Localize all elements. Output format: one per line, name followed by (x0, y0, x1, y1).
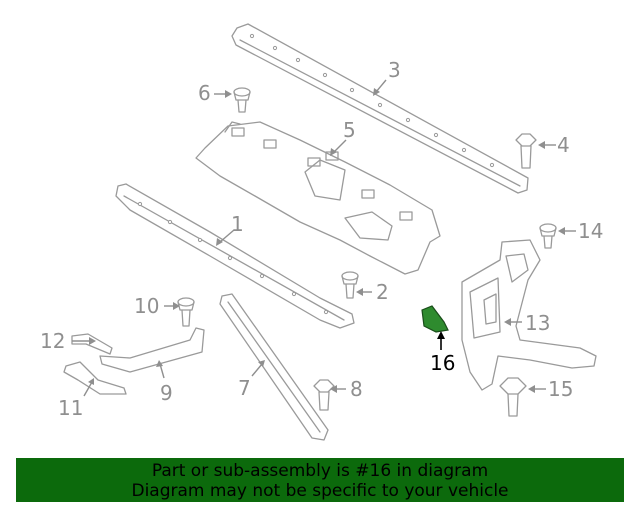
callout-13: 13 (525, 311, 550, 335)
info-banner: Part or sub-assembly is #16 in diagram D… (16, 458, 624, 502)
fastener-4 (515, 133, 537, 169)
callout-8: 8 (350, 377, 363, 401)
part-3-upper-tie-bar (231, 23, 529, 194)
callout-6: 6 (198, 81, 211, 105)
fastener-14 (539, 223, 557, 249)
callout-5: 5 (343, 118, 356, 142)
fastener-6 (233, 87, 251, 113)
part-16-highlighted-bracket[interactable] (421, 305, 449, 333)
banner-line-1: Part or sub-assembly is #16 in diagram (151, 461, 489, 481)
part-5-center-panel (195, 121, 441, 275)
callout-15: 15 (548, 377, 573, 401)
callout-labels: 3 5 6 4 1 14 2 10 13 12 9 7 8 11 15 16 (40, 58, 603, 420)
callout-11: 11 (58, 396, 83, 420)
fastener-10 (177, 297, 195, 327)
callout-9: 9 (160, 381, 173, 405)
banner-line-2: Diagram may not be specific to your vehi… (131, 481, 509, 501)
exploded-parts-diagram: 3 5 6 4 1 14 2 10 13 12 9 7 8 11 15 16 (40, 23, 603, 441)
part-1-lower-tie-bar (115, 183, 355, 329)
fastener-15 (499, 377, 527, 417)
part-9-bracket (99, 327, 205, 373)
callout-14: 14 (578, 219, 603, 243)
part-12-bracket (71, 333, 113, 355)
part-11-bracket (63, 361, 127, 395)
leader-lines (72, 79, 576, 397)
callout-12: 12 (40, 329, 65, 353)
part-7-diagonal-brace (219, 293, 329, 441)
fastener-8 (313, 379, 335, 411)
callout-3: 3 (388, 58, 401, 82)
callout-4: 4 (557, 133, 570, 157)
part-13-side-bracket (461, 239, 597, 391)
callout-16: 16 (430, 351, 455, 375)
callout-2: 2 (376, 280, 389, 304)
callout-10: 10 (134, 294, 159, 318)
callout-1: 1 (231, 212, 244, 236)
fastener-2 (341, 271, 359, 299)
callout-7: 7 (238, 376, 251, 400)
